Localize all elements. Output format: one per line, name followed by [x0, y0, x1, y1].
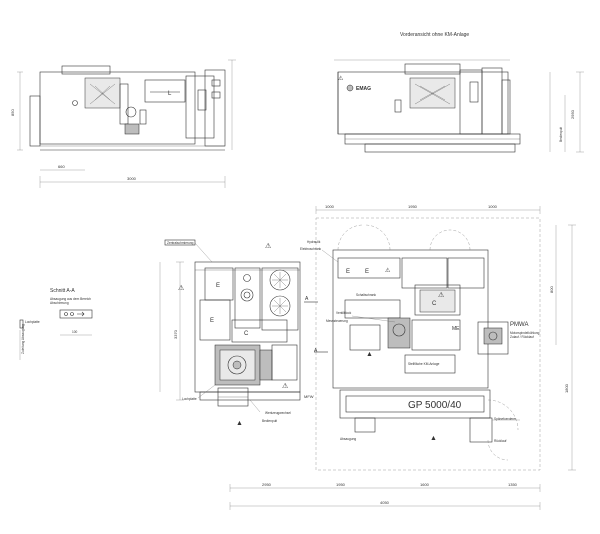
svg-text:ME: ME — [452, 326, 460, 332]
plan-pmwa — [477, 321, 509, 355]
svg-text:2950: 2950 — [262, 482, 272, 487]
svg-text:C: C — [432, 301, 437, 307]
svg-text:1800: 1800 — [564, 383, 569, 393]
svg-text:⚠: ⚠ — [385, 267, 391, 274]
svg-text:Absaugung: Absaugung — [340, 437, 356, 441]
svg-text:Bedienpult: Bedienpult — [262, 419, 277, 423]
front-view: EMAG ⚠ 2950 Bedienpult — [334, 59, 584, 153]
svg-text:Spänefoerderer: Spänefoerderer — [494, 417, 517, 421]
svg-text:1000: 1000 — [488, 204, 498, 209]
plan-right-module — [332, 249, 489, 389]
plan-bed — [339, 389, 491, 419]
svg-text:1350: 1350 — [508, 482, 518, 487]
svg-text:▲: ▲ — [236, 420, 243, 427]
svg-text:Werkzeugwechsel: Werkzeugwechsel — [265, 411, 291, 415]
svg-text:Lochplatte: Lochplatte — [182, 397, 197, 401]
svg-text:Absaugung aus dem Bereich: Absaugung aus dem Bereich — [50, 297, 91, 301]
svg-text:⚠: ⚠ — [282, 382, 288, 390]
svg-text:Rücklauf: Rücklauf — [494, 439, 507, 443]
svg-text:Lochplatte: Lochplatte — [25, 320, 40, 324]
plan-width-dim: 4050 — [380, 500, 390, 505]
svg-text:PMWA: PMWA — [510, 322, 528, 328]
plan-view: E C E Zentralschmierung Lochplatte Werkz… — [159, 204, 576, 510]
model-label: GP 5000/40 — [408, 400, 462, 411]
side-width-dim: 3000 — [127, 176, 137, 181]
svg-text:▲: ▲ — [430, 435, 437, 442]
svg-text:100: 100 — [72, 330, 78, 334]
svg-text:Ventilblock: Ventilblock — [336, 311, 352, 315]
side-height-dim: 850 — [10, 109, 15, 116]
svg-text:Zulauf / Rücklauf: Zulauf / Rücklauf — [510, 335, 534, 339]
svg-text:EMAG: EMAG — [356, 86, 371, 92]
side-view: L 3000 660 850 — [10, 59, 236, 188]
svg-text:Zentralschmierung: Zentralschmierung — [167, 241, 194, 245]
svg-text:Hydraulik: Hydraulik — [307, 240, 321, 244]
svg-text:3370: 3370 — [173, 329, 178, 339]
svg-text:E: E — [346, 269, 350, 275]
svg-text:Abschirmung: Abschirmung — [50, 301, 69, 305]
svg-text:1950: 1950 — [336, 482, 346, 487]
section-a-a: Schnitt A-A Absaugung aus dem Bereich Ab… — [19, 288, 93, 360]
svg-text:A: A — [305, 296, 309, 302]
svg-text:Elektroschrank: Elektroschrank — [300, 247, 321, 251]
svg-text:E: E — [210, 318, 214, 324]
section-title: Schnitt A-A — [50, 288, 75, 294]
svg-text:Motorspindelkühlung: Motorspindelkühlung — [510, 331, 540, 335]
svg-text:⚠: ⚠ — [438, 291, 444, 299]
svg-text:▲: ▲ — [366, 351, 373, 358]
front-height-dim: 2950 — [570, 109, 575, 119]
svg-text:1600: 1600 — [420, 482, 430, 487]
svg-text:⚠: ⚠ — [178, 284, 184, 292]
brand-logo: EMAG — [346, 84, 371, 92]
svg-text:Schaltschrank: Schaltschrank — [356, 293, 376, 297]
side-depth-dim: 660 — [58, 164, 65, 169]
svg-text:1000: 1000 — [325, 204, 335, 209]
front-view-title: Vorderansicht ohne KM-Anlage — [400, 32, 469, 38]
svg-text:800: 800 — [549, 286, 554, 293]
svg-text:A: A — [314, 348, 318, 354]
front-bedienpult-label: Bedienpult — [559, 127, 563, 142]
svg-text:Messsteuerung: Messsteuerung — [326, 319, 348, 323]
svg-text:Stellfläche KM-Anlage: Stellfläche KM-Anlage — [408, 362, 440, 366]
svg-text:L: L — [168, 91, 172, 97]
svg-text:1950: 1950 — [408, 204, 418, 209]
svg-text:Zuleitung Absaugung: Zuleitung Absaugung — [21, 324, 25, 354]
svg-text:MFW: MFW — [304, 394, 314, 399]
svg-text:⚠: ⚠ — [265, 242, 271, 250]
svg-text:C: C — [244, 331, 249, 337]
svg-text:E: E — [365, 269, 369, 275]
svg-text:E: E — [216, 283, 220, 289]
warning-symbol: ⚠ — [338, 75, 344, 82]
